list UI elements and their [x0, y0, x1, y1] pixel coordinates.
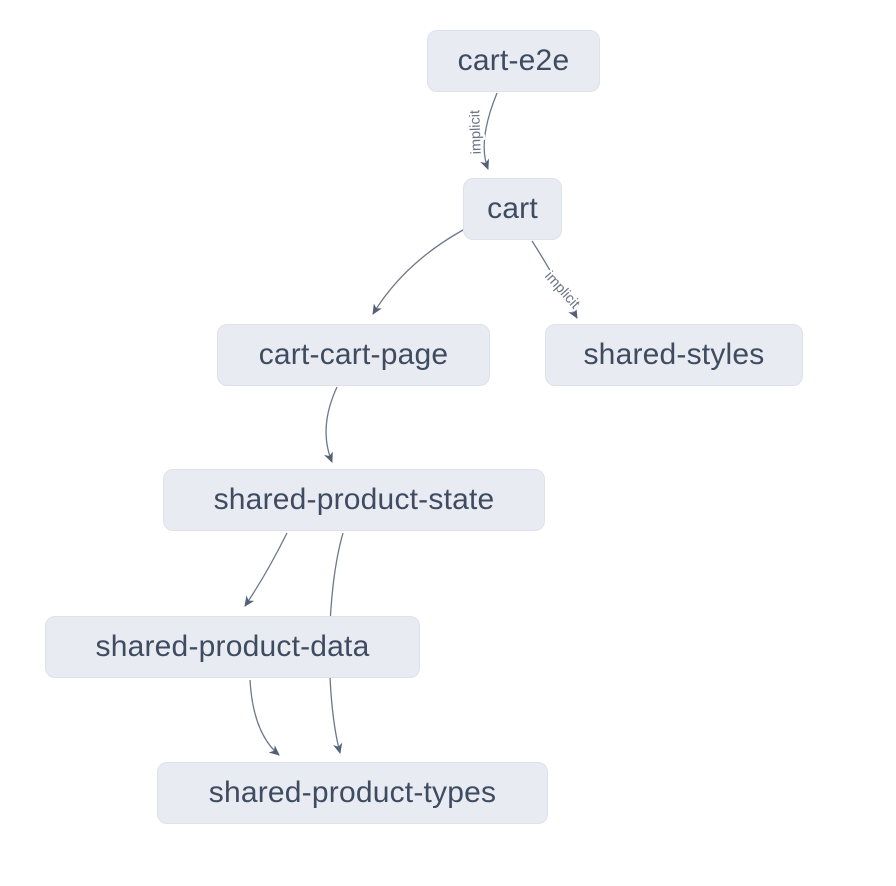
node-cart-cart-page[interactable]: cart-cart-page: [217, 324, 490, 386]
node-cart[interactable]: cart: [463, 178, 562, 240]
edge-cart-to-cart-cart-page: [372, 229, 464, 315]
node-shared-product-types[interactable]: shared-product-types: [157, 762, 548, 824]
edge-shared-product-data-to-shared-product-types: [249, 679, 280, 756]
node-cart-e2e[interactable]: cart-e2e: [427, 30, 600, 92]
node-shared-product-data[interactable]: shared-product-data: [45, 616, 420, 678]
edge-cart-to-shared-styles: [531, 240, 578, 319]
node-shared-product-state[interactable]: shared-product-state: [163, 469, 545, 531]
node-shared-styles[interactable]: shared-styles: [545, 324, 803, 386]
edge-cart-cart-page-to-shared-product-state: [324, 386, 338, 463]
edge-shared-product-state-to-shared-product-data: [244, 532, 288, 607]
edge-cart-e2e-to-cart: [480, 92, 498, 170]
edge-label-implicit-e2e-cart: implicit: [467, 110, 485, 155]
edge-label-implicit-cart-shared-styles: implicit: [541, 269, 583, 313]
